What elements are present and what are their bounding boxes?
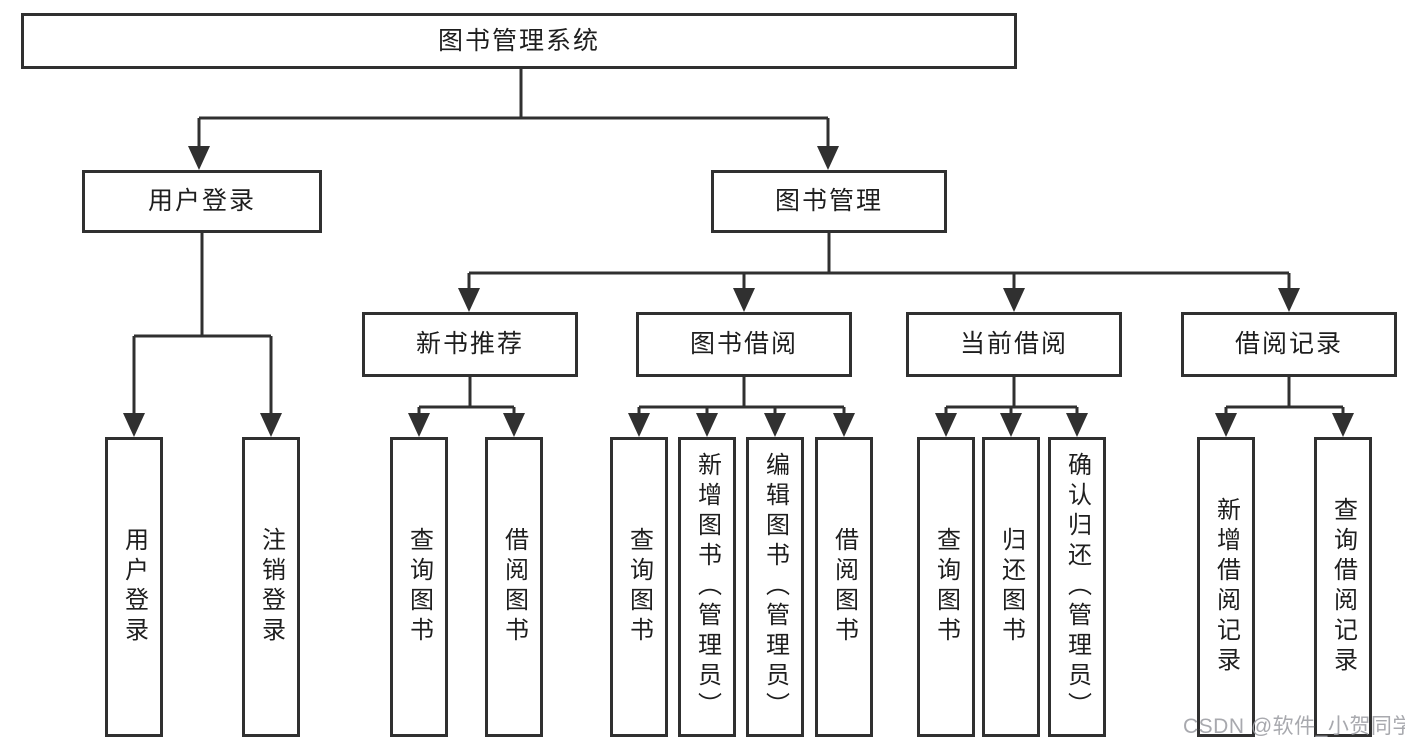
connector-book-borrow-children (628, 377, 855, 437)
leaf-borrow-books-recommend: 借阅图书 (485, 437, 543, 737)
leaf-query-borrow-record: 查询借阅记录 (1314, 437, 1372, 737)
connector-user-login-children (123, 233, 282, 437)
leaf-add-borrow-record: 新增借阅记录 (1197, 437, 1255, 737)
node-book-borrow: 图书借阅 (636, 312, 852, 377)
node-user-login: 用户登录 (82, 170, 322, 233)
leaf-edit-book-admin: 编辑图书（管理员） (746, 437, 804, 737)
leaf-query-books-borrow: 查询图书 (610, 437, 668, 737)
node-current-borrow: 当前借阅 (906, 312, 1122, 377)
leaf-user-login: 用户登录 (105, 437, 163, 737)
node-borrow-records: 借阅记录 (1181, 312, 1397, 377)
leaf-confirm-return-admin: 确认归还（管理员） (1048, 437, 1106, 737)
leaf-add-book-admin: 新增图书（管理员） (678, 437, 736, 737)
node-library-management-system: 图书管理系统 (21, 13, 1017, 69)
connector-new-book-recommend-children (408, 377, 525, 437)
leaf-logout: 注销登录 (242, 437, 300, 737)
connector-borrow-records-children (1215, 377, 1354, 437)
connector-root-to-level1 (188, 69, 839, 170)
node-new-book-recommend: 新书推荐 (362, 312, 578, 377)
leaf-query-books-current: 查询图书 (917, 437, 975, 737)
node-book-management: 图书管理 (711, 170, 947, 233)
leaf-return-book: 归还图书 (982, 437, 1040, 737)
leaf-borrow-books: 借阅图书 (815, 437, 873, 737)
connector-current-borrow-children (935, 377, 1088, 437)
connector-book-management-children (458, 233, 1300, 312)
leaf-query-books-recommend: 查询图书 (390, 437, 448, 737)
